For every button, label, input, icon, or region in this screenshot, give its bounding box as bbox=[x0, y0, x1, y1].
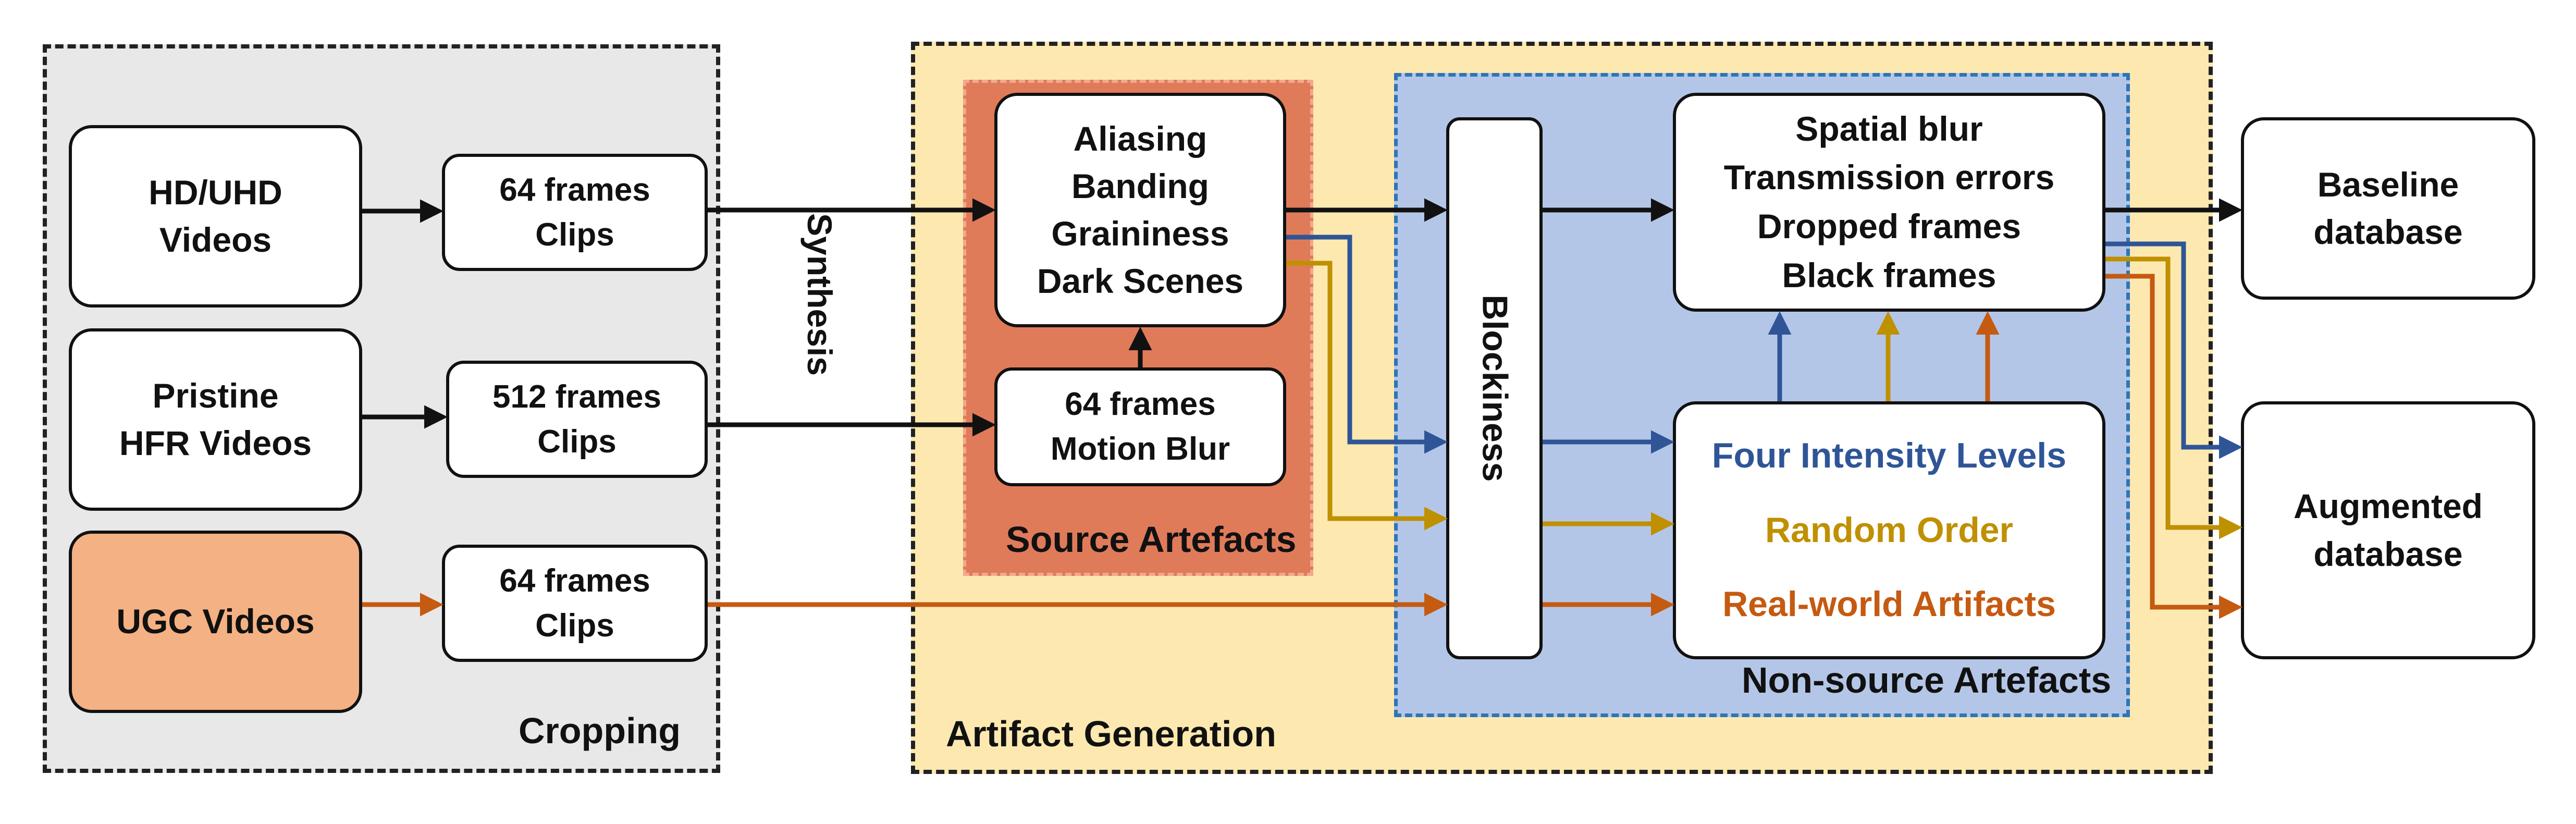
four-intensity-levels-label: Four Intensity Levels bbox=[1711, 436, 2067, 476]
blockiness-box: Blockiness bbox=[1446, 117, 1543, 659]
non-source-artefacts-label: Non-source Artefacts bbox=[1742, 660, 2112, 700]
baseline-database-box: Baseline database bbox=[2241, 117, 2535, 300]
motion-blur-box: 64 frames Motion Blur bbox=[994, 367, 1286, 486]
real-world-artifacts-label: Real-world Artifacts bbox=[1722, 584, 2056, 624]
arrow-blue-source-to-blockiness bbox=[1286, 235, 1448, 454]
non-source-artefacts-list-box: Spatial blur Transmission errors Dropped… bbox=[1673, 93, 2105, 312]
clips-64-frames-box-2: 64 frames Clips bbox=[442, 545, 708, 662]
ugc-videos-box: UGC Videos bbox=[69, 531, 362, 713]
augmented-database-box: Augmented database bbox=[2241, 401, 2535, 659]
arrow-orange-to-augmented bbox=[2105, 274, 2242, 619]
cropping-label: Cropping bbox=[519, 710, 681, 751]
clips-64-frames-box-1: 64 frames Clips bbox=[442, 154, 708, 271]
arrow-gold-source-to-blockiness bbox=[1286, 261, 1448, 531]
pristine-hfr-videos-box: Pristine HFR Videos bbox=[69, 328, 362, 511]
random-order-label: Random Order bbox=[1765, 510, 2014, 550]
arrow-blue-to-augmented bbox=[2105, 241, 2242, 459]
artifact-modes-box: Four Intensity Levels Random Order Real-… bbox=[1673, 401, 2105, 659]
arrow-gold-to-augmented bbox=[2105, 256, 2242, 539]
source-artefacts-label: Source Artefacts bbox=[1006, 519, 1297, 560]
hd-uhd-videos-box: HD/UHD Videos bbox=[69, 125, 362, 308]
artifact-generation-label: Artifact Generation bbox=[946, 714, 1276, 754]
clips-512-frames-box: 512 frames Clips bbox=[446, 361, 708, 478]
source-artefacts-list-box: Aliasing Banding Graininess Dark Scenes bbox=[994, 93, 1286, 327]
